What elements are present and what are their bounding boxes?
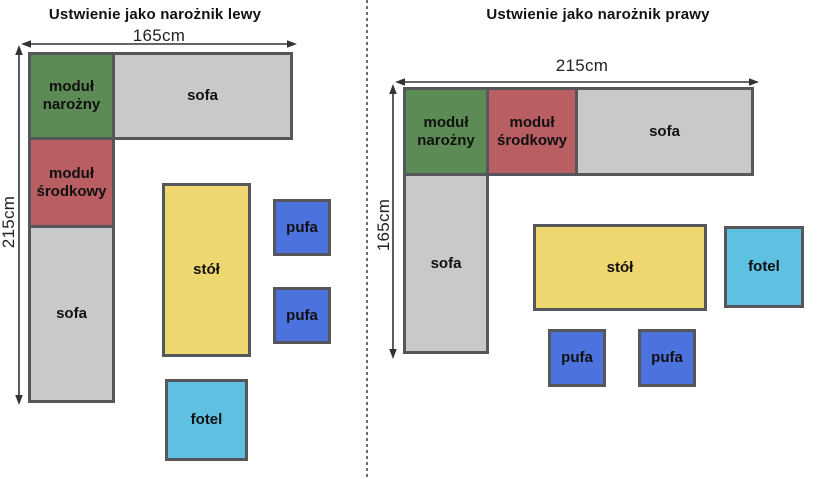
panel-left-width-arrow bbox=[21, 40, 297, 48]
panel-right-width-arrow bbox=[395, 78, 759, 86]
panel-right-height-arrow bbox=[389, 84, 397, 359]
middle-module-box: moduł środkowy bbox=[486, 87, 578, 176]
middle-module-box: moduł środkowy bbox=[28, 137, 115, 228]
corner-module-box: moduł narożny bbox=[403, 87, 489, 176]
armchair-box: fotel bbox=[724, 226, 804, 308]
panel-left-height-arrow bbox=[15, 45, 23, 405]
pouf-box-2: pufa bbox=[638, 329, 696, 387]
panel-right-width-label: 215cm bbox=[555, 56, 609, 75]
sofa-side-box: sofa bbox=[403, 173, 489, 354]
sofa-side-box: sofa bbox=[28, 225, 115, 403]
table-box: stół bbox=[162, 183, 251, 357]
armchair-box: fotel bbox=[165, 379, 248, 461]
table-box: stół bbox=[533, 224, 707, 311]
pouf-box-2: pufa bbox=[273, 287, 331, 344]
panel-left-width-label: 165cm bbox=[132, 26, 186, 45]
panel-divider bbox=[366, 0, 368, 479]
sofa-top-box: sofa bbox=[112, 52, 293, 140]
panel-left-title: Ustwienie jako narożnik lewy bbox=[48, 6, 262, 23]
pouf-box-1: pufa bbox=[548, 329, 606, 387]
panel-right-title: Ustwienie jako narożnik prawy bbox=[486, 6, 710, 23]
corner-module-box: moduł narożny bbox=[28, 52, 115, 140]
pouf-box-1: pufa bbox=[273, 199, 331, 256]
sofa-top-box: sofa bbox=[575, 87, 754, 176]
